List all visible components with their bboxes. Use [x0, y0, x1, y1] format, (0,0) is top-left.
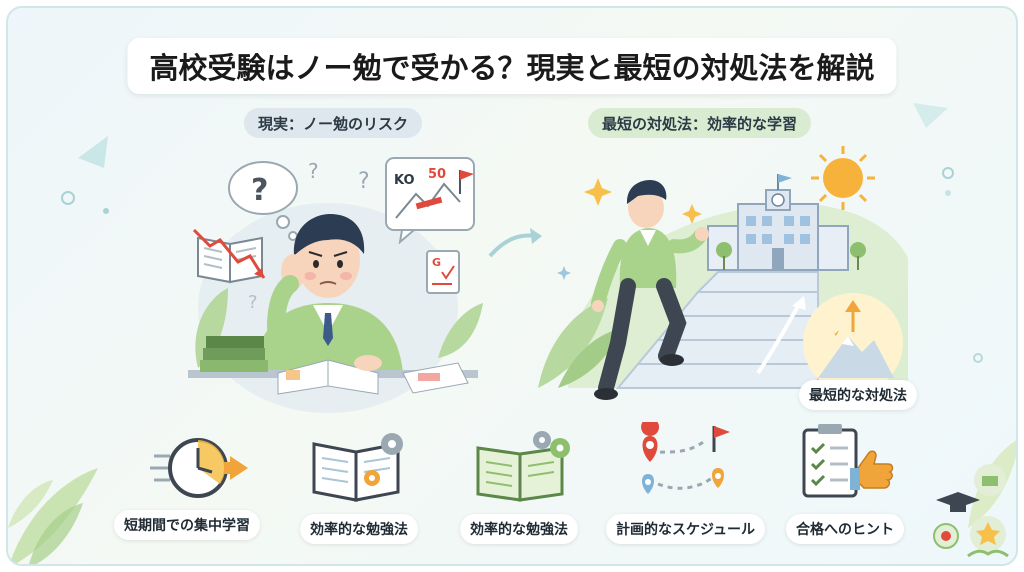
book-gears-icon	[476, 431, 570, 502]
bottom-item-label-5: 合格へのヒント	[786, 514, 904, 544]
book-gears-icon	[312, 433, 403, 502]
mountain-summit-badge	[803, 293, 903, 393]
worried-student-illustration: ? ? ? ?	[188, 159, 483, 413]
route-map-icon	[641, 422, 730, 494]
svg-text:?: ?	[308, 159, 319, 183]
bottom-item-label-2: 効率的な勉強法	[300, 514, 418, 544]
section-label-reality: 現実：ノー勉のリスク	[244, 108, 423, 138]
checklist-thumbsup-icon	[802, 424, 894, 498]
svg-text:?: ?	[358, 169, 370, 194]
graded-paper-icon: G	[426, 250, 460, 294]
svg-text:?: ?	[251, 173, 268, 208]
transition-arrow-icon	[488, 228, 542, 258]
question-bubble-icon: ?	[228, 161, 298, 241]
section-label-solution: 最短の対処法：効率的な学習	[588, 108, 812, 138]
page-title: 高校受験はノー勉で受かる？現実と最短の対処法を解説	[127, 38, 897, 94]
sun-icon	[811, 146, 875, 210]
bottom-item-label-3: 効率的な勉強法	[460, 514, 578, 544]
school-building-icon	[707, 174, 866, 271]
solution-badge-label: 最短的な対処法	[799, 380, 917, 410]
student-walking-figure	[591, 180, 709, 400]
declining-book-icon	[192, 228, 266, 284]
clock-arrow-icon	[150, 438, 248, 498]
svg-text:?: ?	[248, 292, 258, 313]
test-score-text: 50	[428, 167, 446, 182]
achievement-icons-cluster	[933, 464, 1009, 558]
bottom-item-label-1: 短期間での集中学習	[114, 510, 260, 540]
infographic-frame: 高校受験はノー勉で受かる？現実と最短の対処法を解説 現実：ノー勉のリスク 最短の…	[6, 6, 1018, 566]
paper-grade-text: G	[432, 256, 441, 269]
test-label-text: KO	[394, 173, 415, 188]
failed-test-icon: KO 50	[385, 157, 475, 244]
bottom-item-label-4: 計画的なスケジュール	[606, 514, 766, 544]
